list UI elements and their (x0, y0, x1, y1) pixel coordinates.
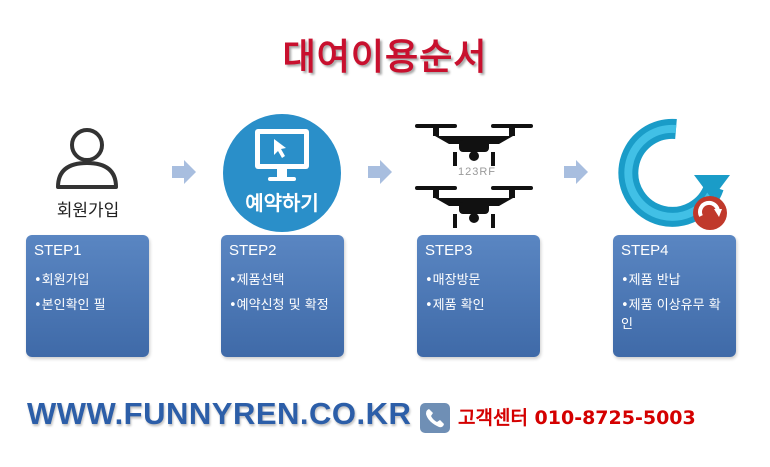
step-label: STEP3 (425, 242, 473, 259)
step-label: STEP2 (229, 242, 277, 259)
step-bullet: •예약신청 및 확정 (229, 298, 329, 313)
reservation-icon: 예약하기 (222, 113, 342, 233)
step-box-4: STEP4 •제품 반납 •제품 이상유무 확인 (613, 235, 736, 357)
phone-icon (420, 403, 450, 433)
next-arrow-icon (172, 160, 196, 184)
step-bullet: •회원가입 (34, 273, 90, 288)
reservation-caption: 예약하기 (245, 191, 319, 215)
step-bullet: •제품 확인 (425, 298, 485, 313)
step-bullet: •제품 반납 (621, 273, 681, 288)
website-link[interactable]: WWW.FUNNYREN.CO.KR (27, 396, 412, 431)
page-title: 대여이용순서 (282, 37, 488, 78)
step-box-2: STEP2 •제품선택 •예약신청 및 확정 (221, 235, 344, 357)
step-bullet: •제품 이상유무 확인 (621, 298, 721, 332)
step-bullet: •본인확인 필 (34, 298, 106, 313)
step-box-1: STEP1 •회원가입 •본인확인 필 (26, 235, 149, 357)
signup-caption: 회원가입 (56, 201, 120, 221)
drone-icon (415, 124, 533, 228)
step-bullet: •매장방문 (425, 273, 481, 288)
next-arrow-icon (564, 160, 588, 184)
customer-center-phone[interactable]: 고객센터 010-8725-5003 (458, 407, 696, 429)
step-label: STEP1 (34, 242, 82, 259)
step-box-3: STEP3 •매장방문 •제품 확인 (417, 235, 540, 357)
step-label: STEP4 (621, 242, 669, 259)
next-arrow-icon (368, 160, 392, 184)
user-icon (56, 128, 118, 189)
watermark-text: 123RF (458, 166, 497, 178)
step-bullet: •제품선택 (229, 273, 285, 288)
return-arrow-icon (618, 118, 730, 230)
monitor-cursor-icon (223, 114, 341, 232)
